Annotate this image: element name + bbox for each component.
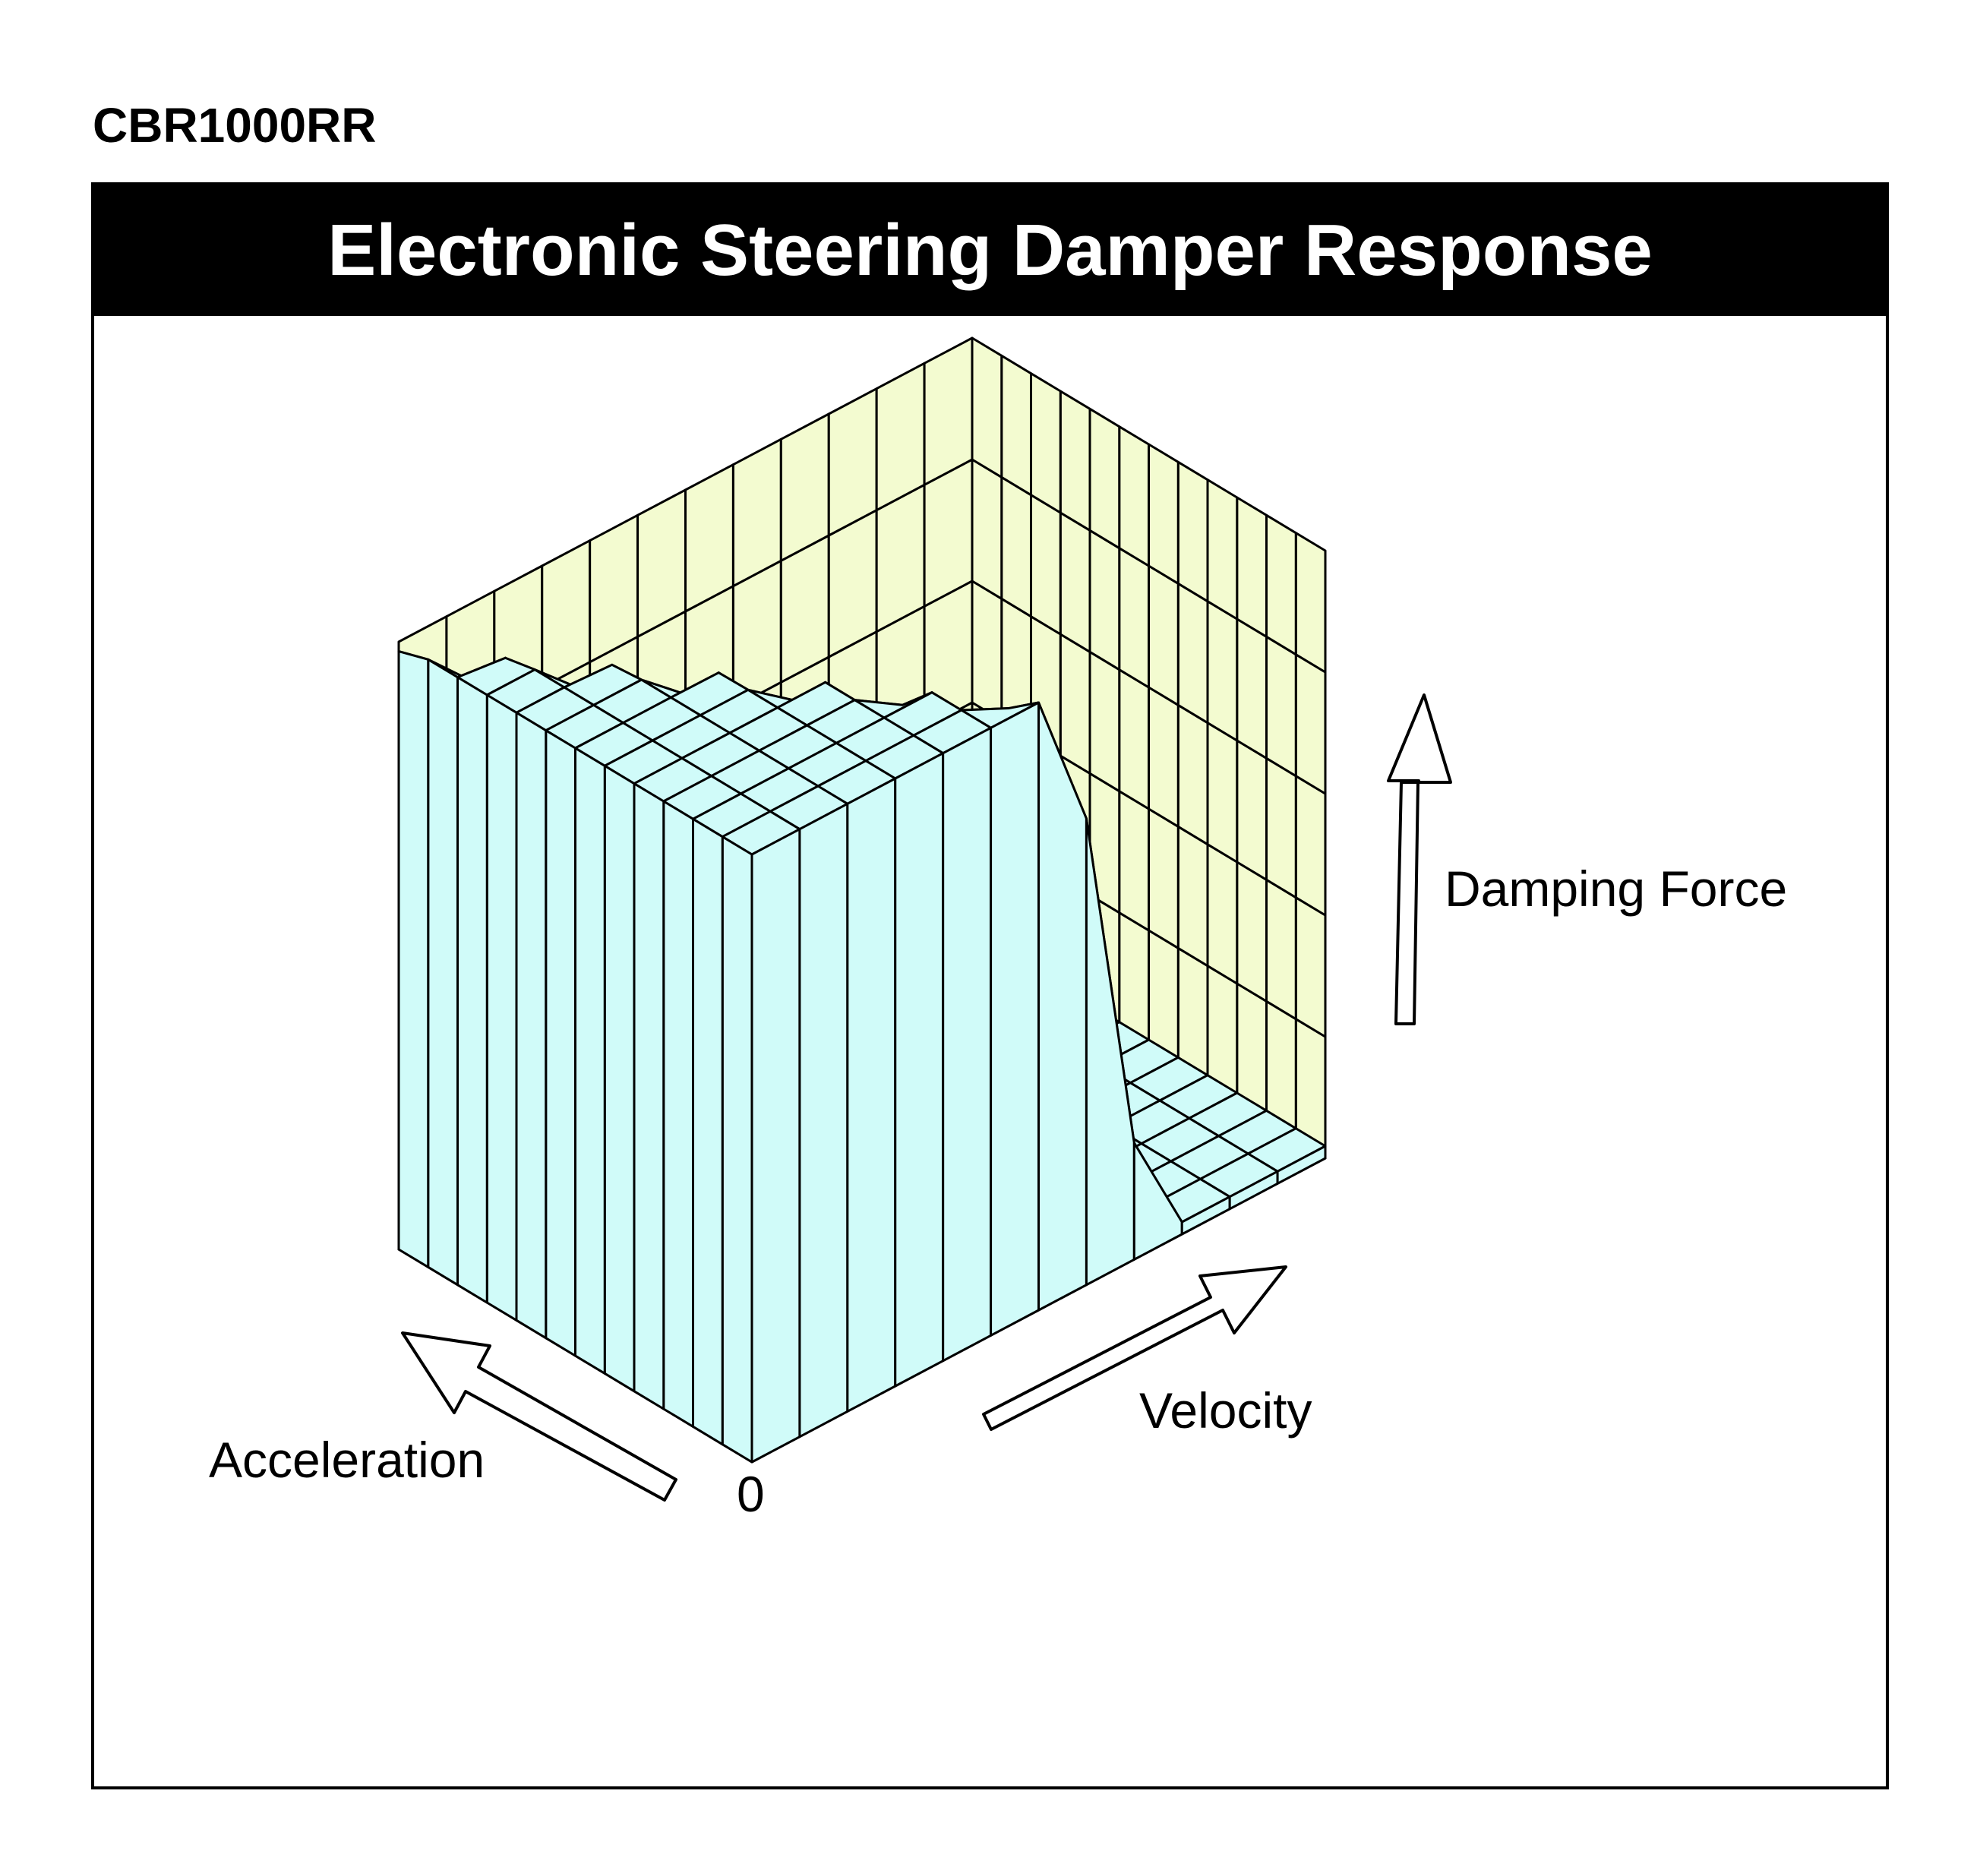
wall-cell — [1294, 775, 1327, 917]
response-surface — [397, 650, 1327, 1464]
wall-cell — [1118, 668, 1150, 810]
surface-edge-cell — [662, 800, 694, 1428]
wall-cell — [971, 580, 1003, 722]
model-name: CBR1000RR — [93, 98, 377, 153]
surface-edge-cell — [721, 835, 753, 1464]
wall-cell — [1118, 425, 1150, 567]
wall-cell — [1236, 496, 1268, 638]
wall-cell — [589, 513, 639, 664]
wall-cell — [1088, 529, 1121, 671]
wall-cell — [779, 412, 830, 562]
surface-edge-cell — [397, 650, 430, 1268]
wall-cell — [1294, 653, 1327, 795]
wall-cell — [1088, 407, 1121, 550]
wall-cell — [1088, 650, 1121, 793]
wall-cell — [731, 437, 782, 588]
velocity-label: Velocity — [1139, 1382, 1312, 1439]
wall-cell — [1236, 617, 1268, 760]
wall-cell — [1000, 475, 1032, 618]
wall-cell — [1265, 756, 1297, 899]
surface-edge-cell — [633, 782, 665, 1410]
chart-title: Electronic Steering Damper Response — [94, 185, 1886, 316]
wall-cell — [971, 336, 1003, 478]
wall-cell — [1176, 460, 1209, 603]
velocity-arrow-icon — [982, 1265, 1287, 1431]
wall-cell — [1030, 494, 1062, 636]
wall-cell — [1206, 600, 1239, 742]
surface-edge-cell — [750, 828, 801, 1464]
wall-cell — [1176, 582, 1209, 725]
wall-cell — [1206, 478, 1239, 621]
wall-cell — [1176, 825, 1209, 968]
surface-edge-cell — [692, 817, 724, 1446]
wall-cell — [1294, 896, 1327, 1038]
damping-force-label: Damping Force — [1445, 861, 1787, 917]
wall-cell — [1176, 703, 1209, 846]
wall-cell — [1148, 807, 1179, 949]
surface-edge-cell — [456, 676, 488, 1304]
surface-edge-cell — [1276, 1145, 1327, 1185]
wall-cell — [541, 539, 592, 689]
surface-edge-cell — [574, 747, 606, 1375]
wall-cell — [875, 362, 926, 512]
acceleration-label: Acceleration — [209, 1432, 485, 1488]
wall-cell — [1236, 861, 1268, 1003]
wall-cell — [1265, 513, 1297, 656]
wall-cell — [971, 458, 1003, 600]
wall-cell — [684, 463, 734, 613]
surface-edge-cell — [427, 658, 459, 1287]
damping-force-arrow-icon — [1387, 693, 1452, 1025]
wall-cell — [923, 336, 974, 486]
surface-edge-cell — [894, 752, 945, 1388]
wall-cell — [1206, 722, 1239, 864]
wall-cell — [1059, 511, 1091, 653]
wall-cell — [636, 488, 687, 638]
wall-cell — [1118, 547, 1150, 689]
surface-edge-cell — [846, 777, 897, 1413]
wall-cell — [1206, 843, 1239, 985]
surface-edge-cell — [942, 726, 993, 1363]
wall-cell — [1000, 354, 1032, 497]
origin-label: 0 — [737, 1466, 765, 1522]
wall-cell — [1294, 532, 1327, 674]
wall-cell — [1030, 372, 1062, 514]
wall-cell — [1059, 390, 1091, 532]
wall-cell — [1059, 633, 1091, 775]
wall-cell — [1148, 564, 1179, 706]
surface-edge-cell — [545, 729, 576, 1357]
wall-cell — [1236, 739, 1268, 881]
wall-cell — [1118, 790, 1150, 932]
wall-cell — [1148, 686, 1179, 828]
surface-edge-cell — [485, 693, 518, 1322]
surface-edge-cell — [990, 701, 1040, 1337]
acceleration-arrow-icon — [401, 1331, 677, 1502]
surface-edge-cell — [798, 802, 849, 1439]
wall-cell — [1148, 443, 1179, 585]
wall-cell — [827, 387, 878, 537]
surface-edge-cell — [515, 711, 548, 1340]
wall-cell — [1265, 635, 1297, 778]
wall-cell — [1265, 878, 1297, 1021]
surface-edge-cell — [603, 764, 636, 1393]
